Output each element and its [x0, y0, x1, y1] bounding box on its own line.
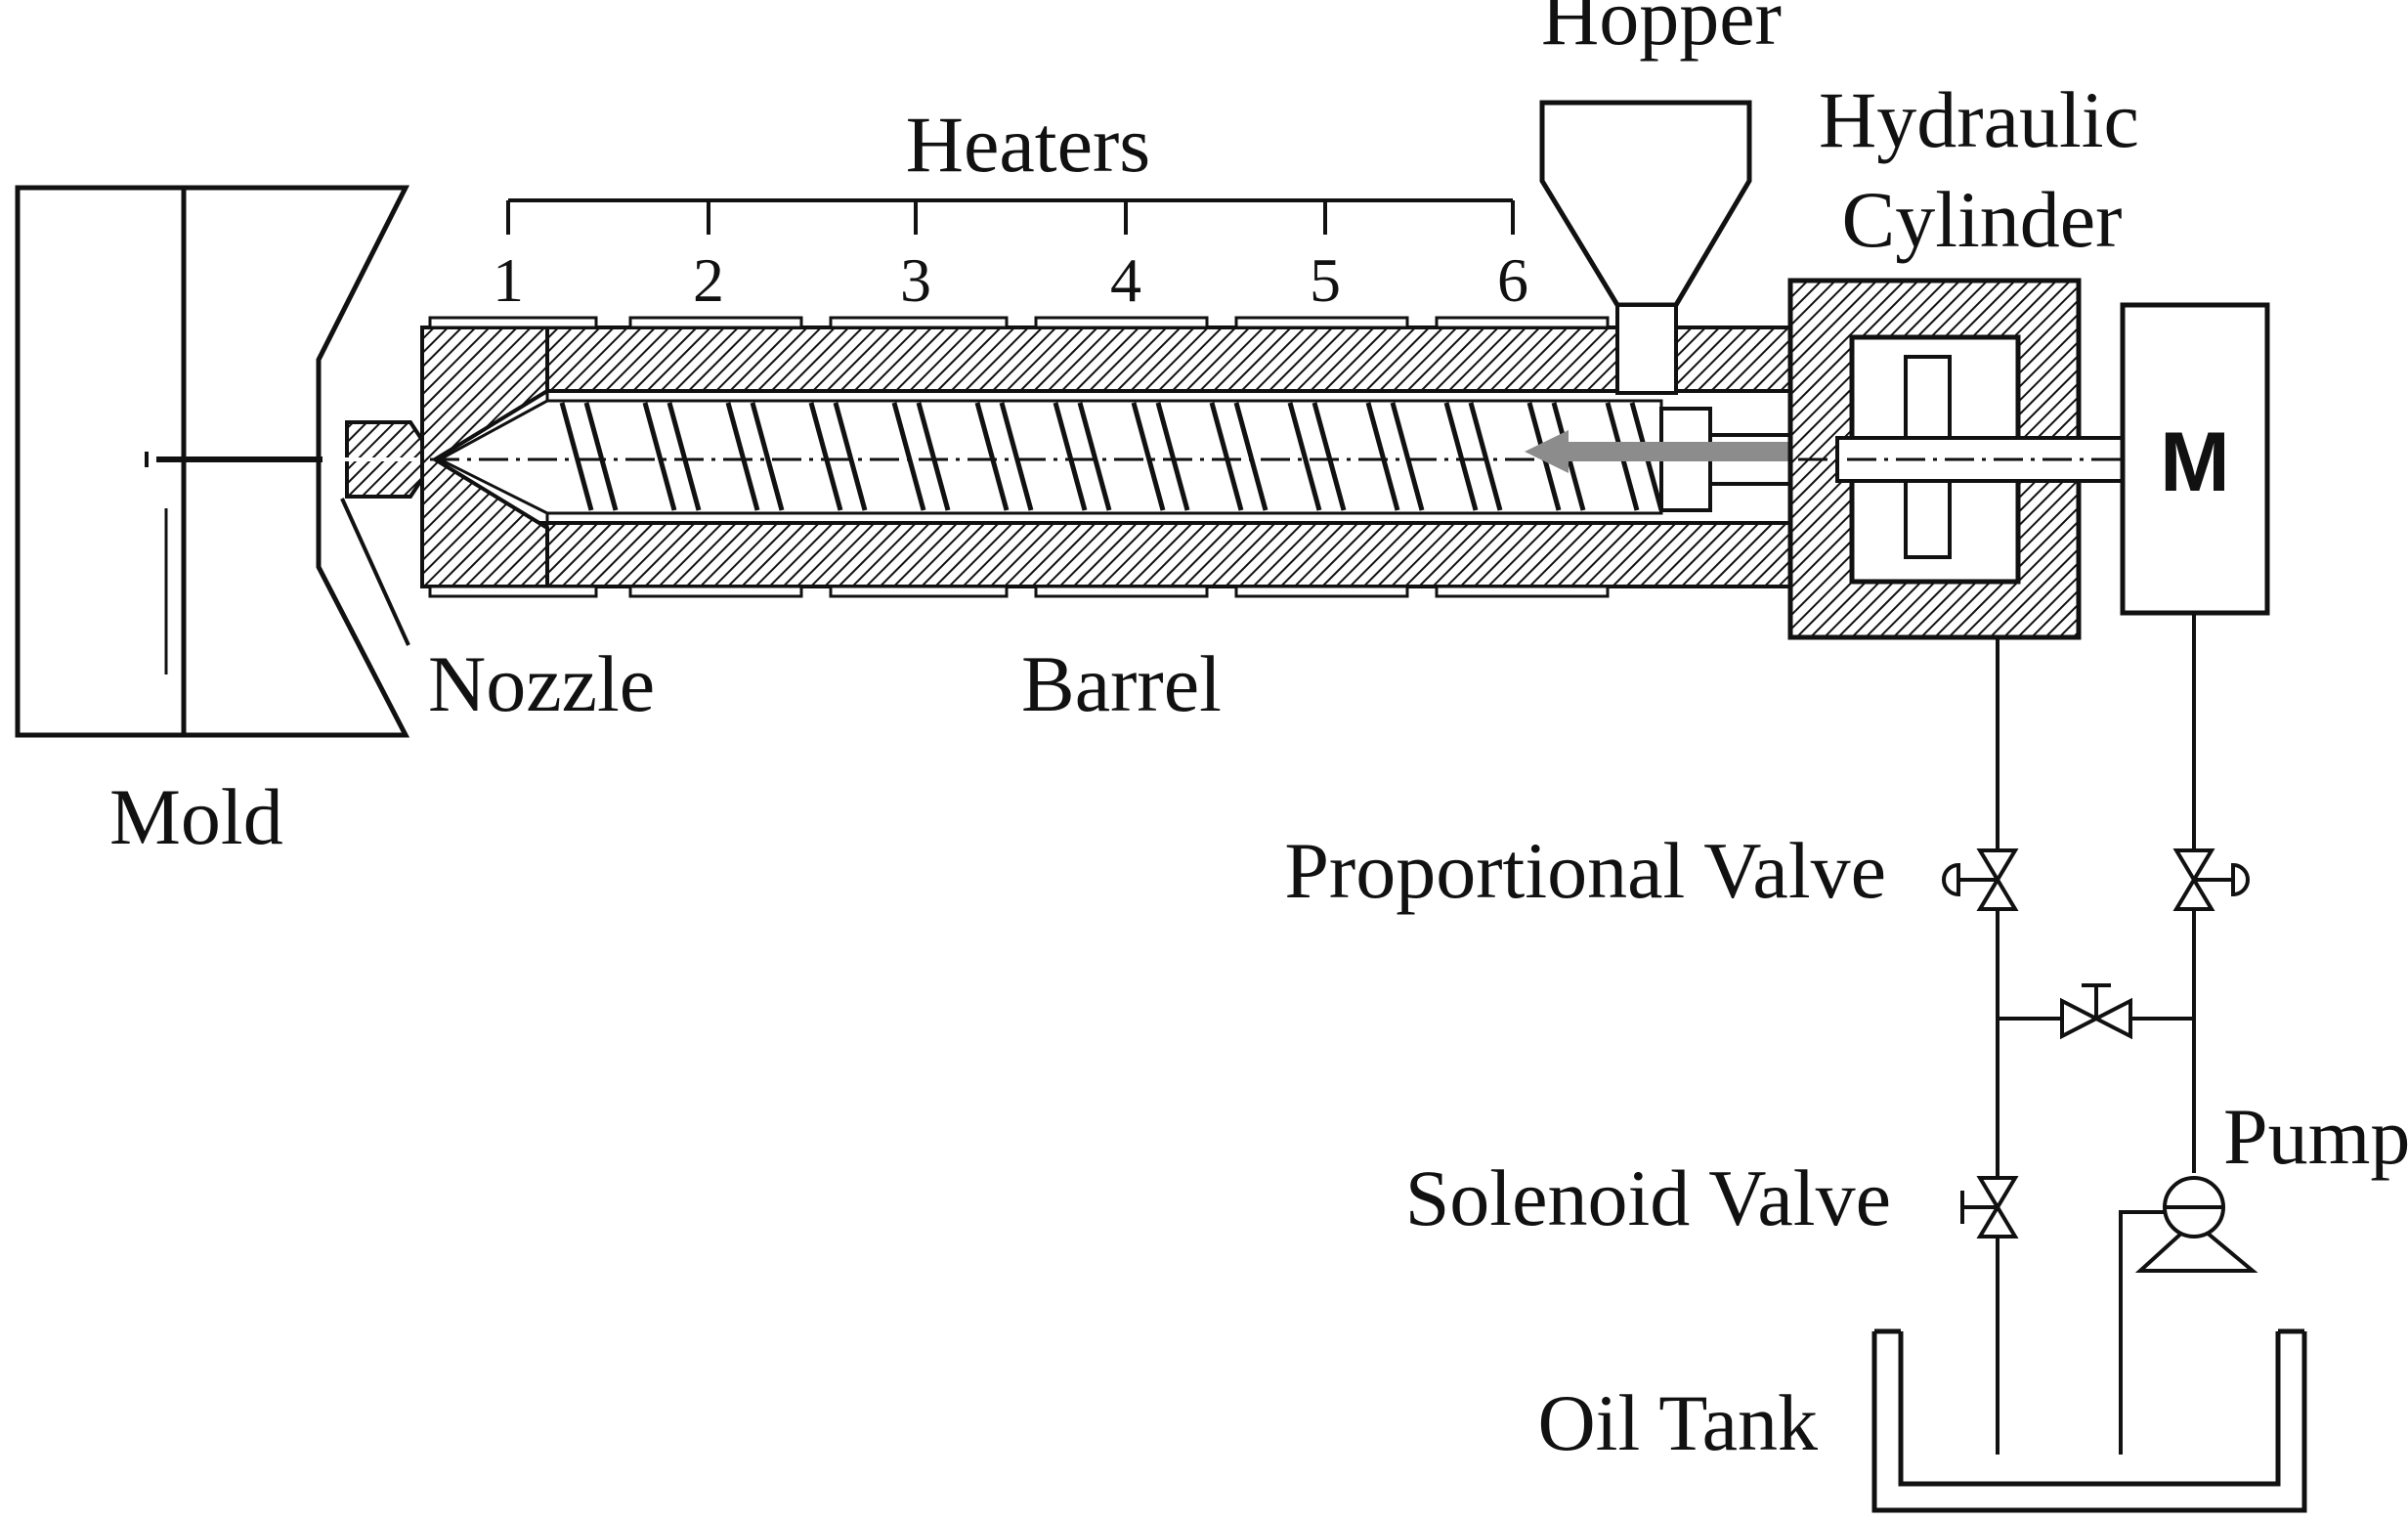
heater-number-1: 1 [493, 245, 524, 315]
mold-label: Mold [109, 772, 283, 861]
barrel-label: Barrel [1021, 639, 1222, 728]
solenoid-valve-label: Solenoid Valve [1405, 1153, 1891, 1242]
heater-number-6: 6 [1497, 245, 1528, 315]
heater-number-3: 3 [900, 245, 931, 315]
pump-label: Pump [2223, 1092, 2408, 1181]
hydraulic-lines [1996, 613, 2196, 1455]
solenoid-valve [1960, 1176, 2019, 1239]
heaters-label: Heaters [906, 100, 1150, 189]
oil-tank-label: Oil Tank [1537, 1378, 1818, 1467]
heaters-bracket [506, 198, 1515, 235]
hydraulic-cylinder [1787, 278, 2132, 640]
oil-tank [1871, 1328, 2307, 1513]
hydraulic-cylinder-label-line1: Hydraulic [1819, 75, 2139, 164]
nozzle-label: Nozzle [428, 639, 655, 728]
heater-number-4: 4 [1110, 245, 1141, 315]
proportional-valve-right [2172, 848, 2250, 911]
proportional-valve-label: Proportional Valve [1284, 826, 1886, 915]
hydraulic-cylinder-label-line2: Cylinder [1842, 175, 2123, 264]
injection-arrow [1525, 430, 1832, 473]
bypass-valve [2060, 983, 2132, 1040]
heater-number-5: 5 [1310, 245, 1341, 315]
hopper [1539, 100, 1752, 395]
proportional-valve-left [1942, 848, 2019, 911]
motor-label: M [2160, 415, 2230, 509]
hopper-label: Hopper [1541, 0, 1782, 62]
pump [2134, 1176, 2258, 1273]
mold [15, 185, 410, 738]
motor: M [2120, 302, 2270, 616]
heater-number-2: 2 [693, 245, 724, 315]
heater-bands [428, 316, 1610, 598]
